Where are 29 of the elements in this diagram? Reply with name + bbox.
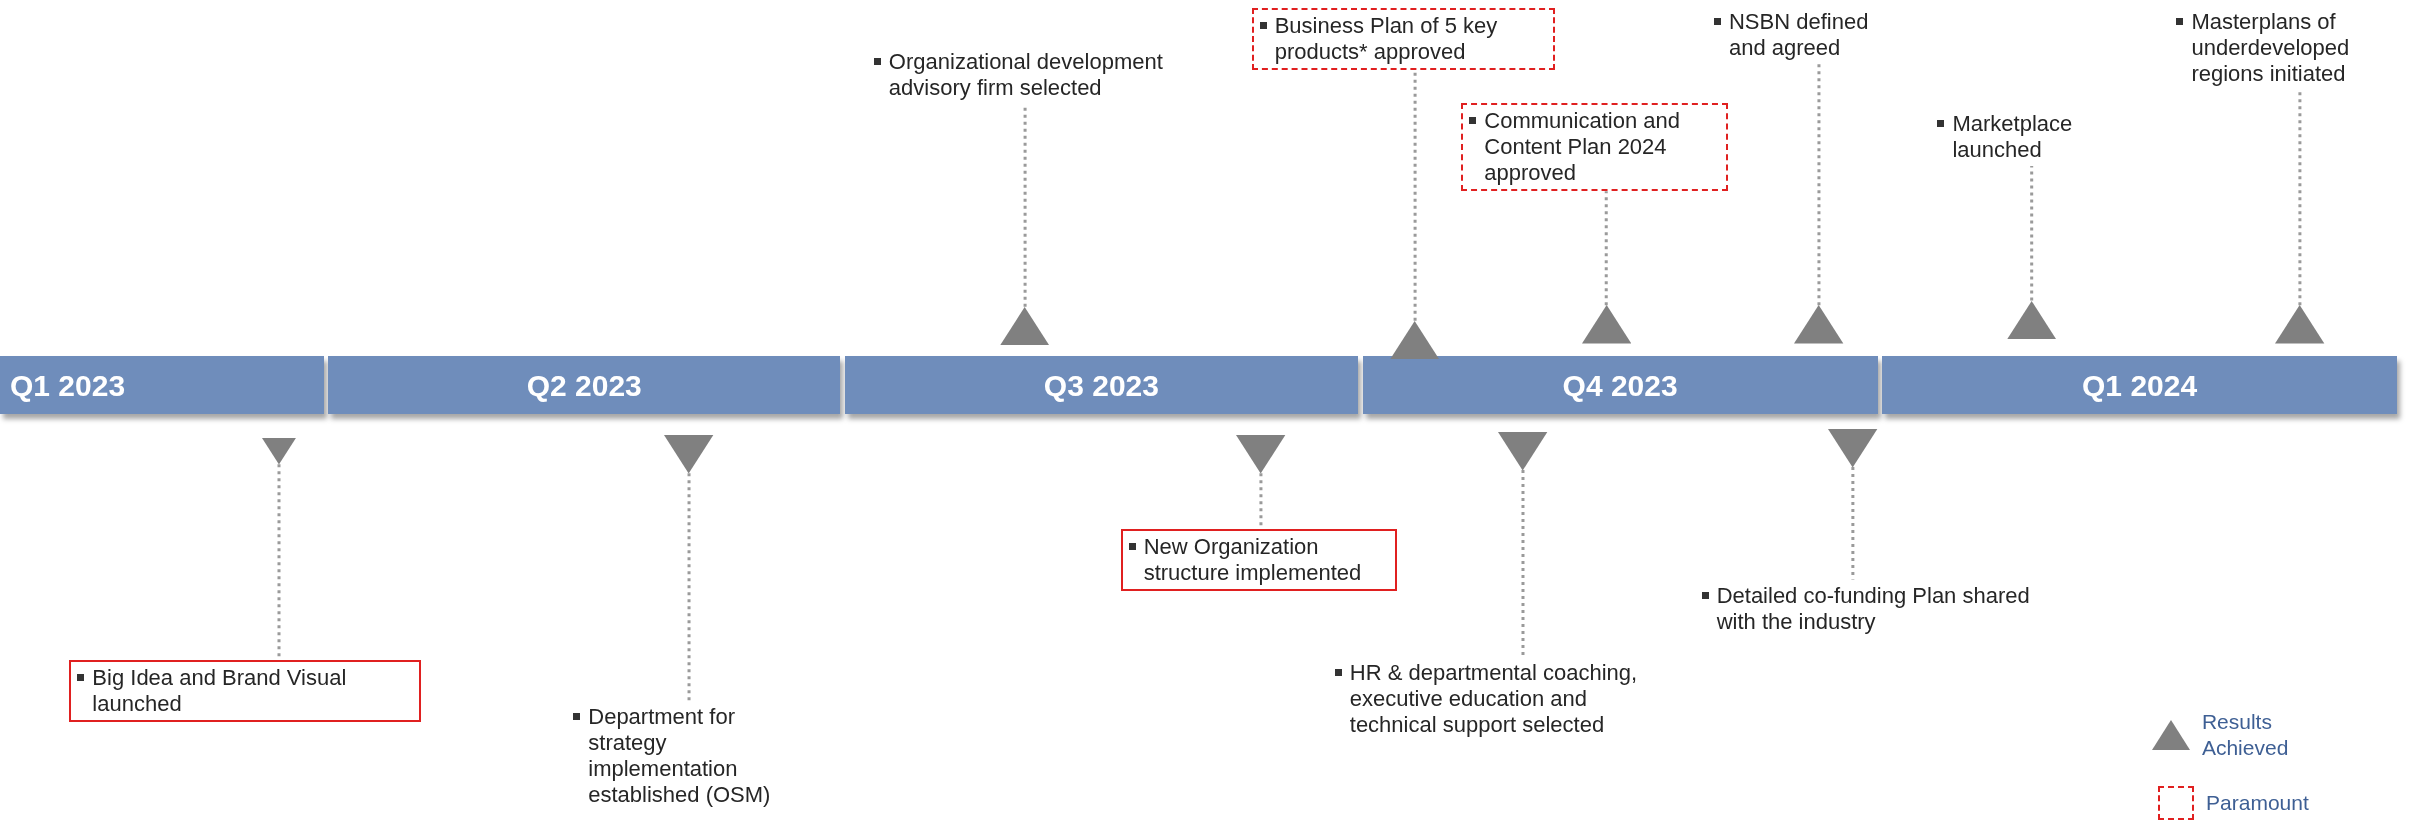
milestone-text: New Organization structure implemented xyxy=(1143,533,1363,586)
highlight-box xyxy=(1251,7,1556,70)
milestone-text: Marketplace launched xyxy=(1952,110,2074,163)
dotted-connector xyxy=(2298,90,2302,306)
dotted-connector xyxy=(687,473,691,702)
quarter-segment: Q1 2024 xyxy=(1882,356,2397,415)
dotted-connector xyxy=(1521,470,1525,657)
milestone-text: Detailed co-funding Plan shared with the industry xyxy=(1716,582,2031,635)
quarter-segment: Q1 2023 xyxy=(0,356,324,415)
milestone-text: Department for strategy implementation established (OSM) xyxy=(588,704,772,809)
legend-text: Results Achieved xyxy=(2201,709,2290,762)
milestone-text: HR & departmental coaching, executive education and technical support selected xyxy=(1349,659,1639,738)
highlight-box xyxy=(1120,528,1397,591)
milestone-text: Big Idea and Brand Visual launched xyxy=(92,664,348,717)
milestone-text: Business Plan of 5 key products* approved xyxy=(1274,12,1499,65)
milestone-text: Organizational development advisory firm selected xyxy=(888,49,1164,102)
dotted-connector xyxy=(1851,467,1855,580)
milestone-text: Communication and Content Plan 2024 approved xyxy=(1484,108,1681,187)
milestone-text: Masterplans of underdeveloped regions initiated xyxy=(2191,9,2351,88)
highlight-box xyxy=(69,659,421,722)
dotted-connector xyxy=(1817,64,1821,306)
dotted-connector xyxy=(1604,191,1608,306)
highlight-box xyxy=(1461,103,1728,192)
quarter-segment: Q2 2023 xyxy=(328,356,841,415)
milestone-text: NSBN defined and agreed xyxy=(1728,9,1870,62)
legend-text: Paramount xyxy=(2206,790,2309,817)
dotted-connector xyxy=(2030,165,2034,301)
quarter-segment: Q4 2023 xyxy=(1362,356,1878,415)
quarter-segment: Q3 2023 xyxy=(844,356,1359,415)
